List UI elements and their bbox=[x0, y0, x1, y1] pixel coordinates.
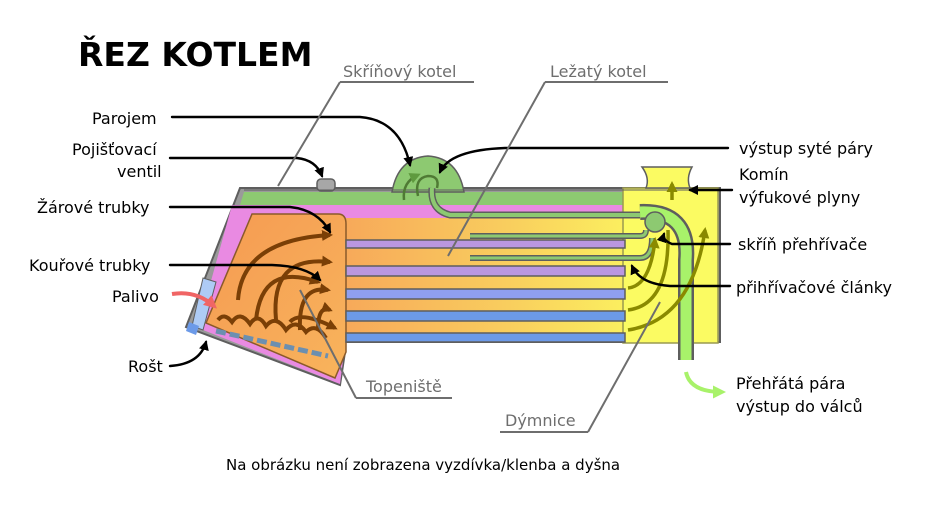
label-prehrata-para-line1: Přehřátá pára bbox=[736, 374, 845, 393]
diagram-title: ŘEZ KOTLEM bbox=[78, 34, 312, 74]
label-vystup-syte-pary: výstup syté páry bbox=[739, 139, 873, 158]
footnote: Na obrázku není zobrazena vyzdívka/klenb… bbox=[226, 456, 620, 474]
label-skrin-prehrivace: skříň přehřívače bbox=[738, 235, 867, 254]
flame-arrows bbox=[236, 229, 338, 331]
label-komin-line1: Komín bbox=[739, 165, 789, 184]
label-prehrata-para-line2: výstup do válců bbox=[736, 397, 863, 416]
safety-valve-icon bbox=[316, 178, 336, 192]
label-palivo: Palivo bbox=[112, 287, 159, 306]
exhaust-arrows bbox=[627, 181, 710, 332]
label-komin-line2: výfukové plyny bbox=[739, 188, 860, 207]
chimney-icon bbox=[640, 166, 694, 189]
fire-bed bbox=[216, 314, 328, 340]
superheater-header bbox=[644, 211, 666, 233]
label-topeniste: Topeniště bbox=[365, 377, 442, 396]
label-pojistovaci-line2: ventil bbox=[117, 162, 162, 181]
label-lezaty-kotel: Ležatý kotel bbox=[550, 62, 647, 81]
tube-bundle bbox=[345, 239, 626, 343]
grate-icon bbox=[215, 328, 329, 359]
steam-dome-icon bbox=[391, 155, 465, 193]
label-kourove-trubky: Kouřové trubky bbox=[29, 256, 150, 275]
boiler-body bbox=[184, 155, 721, 387]
leader-lines bbox=[168, 81, 734, 433]
label-skrinovy-kotel: Skříňový kotel bbox=[343, 62, 456, 81]
fuel-arrow-icon bbox=[171, 291, 217, 309]
label-rost: Rošt bbox=[128, 357, 163, 376]
superheated-steam-arrow-icon bbox=[684, 371, 726, 399]
label-zarove-trubky: Žárové trubky bbox=[37, 198, 150, 217]
label-dymnice: Dýmnice bbox=[505, 411, 576, 430]
label-pojistovaci-line1: Pojišťovací bbox=[72, 140, 157, 159]
label-parojem: Parojem bbox=[92, 109, 157, 128]
label-prihrivacove-clanky: přihřívačové články bbox=[736, 278, 892, 297]
